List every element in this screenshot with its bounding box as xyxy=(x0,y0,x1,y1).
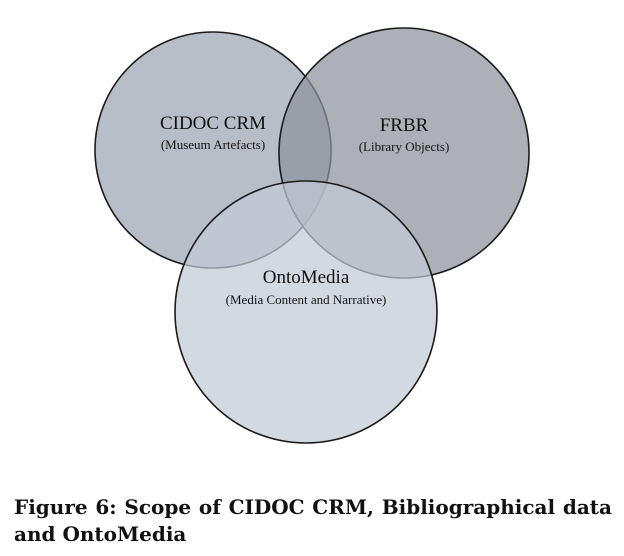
cidoc-crm-title: CIDOC CRM xyxy=(160,113,266,134)
frbr-title: FRBR xyxy=(380,115,429,136)
cidoc-crm-subtitle: (Museum Artefacts) xyxy=(161,137,265,152)
figure-caption: Figure 6: Scope of CIDOC CRM, Bibliograp… xyxy=(14,495,612,546)
ontomedia-circle xyxy=(174,180,438,444)
frbr-subtitle: (Library Objects) xyxy=(359,139,450,154)
ontomedia-title: OntoMedia xyxy=(263,267,350,288)
venn-diagram: CIDOC CRM (Museum Artefacts) FRBR (Libra… xyxy=(94,27,530,444)
ontomedia-subtitle: (Media Content and Narrative) xyxy=(226,292,387,307)
